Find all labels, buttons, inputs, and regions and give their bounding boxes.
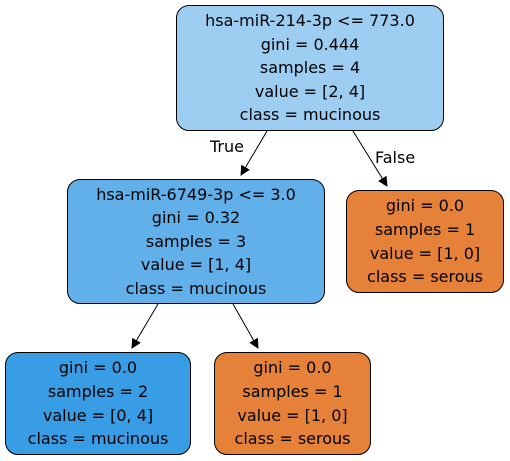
node-class: class = serous: [234, 429, 351, 449]
node-samples: samples = 1: [374, 219, 476, 239]
node-samples: samples = 4: [259, 58, 361, 78]
node-class: class = mucinous: [239, 105, 381, 125]
node-gini: gini = 0.0: [253, 358, 332, 378]
tree-node-root: hsa-miR-214-3p <= 773.0 gini = 0.444 sam…: [176, 5, 444, 131]
node-class: class = serous: [367, 267, 483, 287]
node-value: value = [0, 4]: [42, 405, 154, 425]
node-samples: samples = 1: [242, 381, 343, 401]
node-value: value = [1, 0]: [237, 405, 348, 425]
node-gini: gini = 0.444: [260, 34, 360, 54]
edge-label-false: False: [375, 148, 416, 167]
node-gini: gini = 0.0: [385, 196, 465, 216]
node-split-condition: hsa-miR-214-3p <= 773.0: [205, 11, 415, 31]
edge-label-true: True: [210, 137, 244, 156]
node-value: value = [1, 4]: [140, 255, 252, 275]
node-class: class = mucinous: [125, 278, 267, 298]
node-value: value = [2, 4]: [254, 81, 366, 101]
tree-leaf-mucinous: gini = 0.0 samples = 2 value = [0, 4] cl…: [5, 352, 191, 455]
node-split-condition: hsa-miR-6749-3p <= 3.0: [96, 184, 296, 204]
node-gini: gini = 0.0: [58, 358, 138, 378]
tree-leaf-serous-left: gini = 0.0 samples = 1 value = [1, 0] cl…: [214, 352, 371, 455]
edge-left-to-leaf-mucinous: [131, 303, 159, 349]
tree-node-left-split: hsa-miR-6749-3p <= 3.0 gini = 0.32 sampl…: [67, 179, 325, 304]
node-class: class = mucinous: [27, 429, 169, 449]
node-value: value = [1, 0]: [369, 243, 481, 263]
edge-left-to-leaf-serous: [232, 303, 259, 349]
edge-root-to-left: [240, 130, 268, 176]
node-samples: samples = 2: [47, 381, 149, 401]
edge-root-to-right: [352, 130, 388, 187]
node-gini: gini = 0.32: [151, 208, 241, 228]
tree-leaf-serous-right: gini = 0.0 samples = 1 value = [1, 0] cl…: [346, 190, 504, 293]
node-samples: samples = 3: [145, 231, 247, 251]
